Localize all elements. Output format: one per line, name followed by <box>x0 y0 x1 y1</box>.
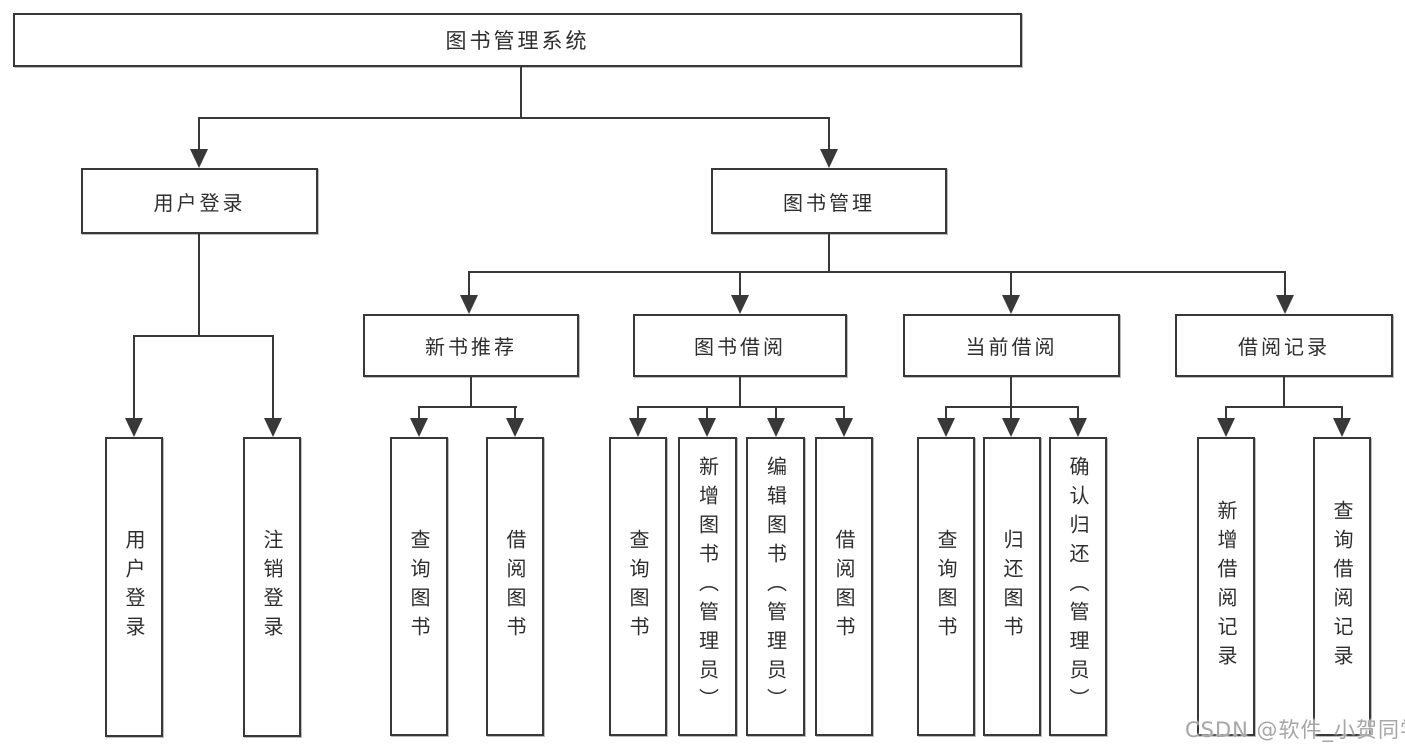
connector-drop <box>945 406 947 419</box>
node-library-system: 图书管理系统 <box>13 13 1022 67</box>
node-book-management: 图书管理 <box>711 168 947 234</box>
leaf-edit-book-admin: 编辑图书（管理员） <box>746 437 805 736</box>
leaf-query-borrow-record: 查询借阅记录 <box>1313 437 1371 736</box>
connector-children <box>418 406 517 408</box>
leaf-logout: 注销登录 <box>243 437 301 737</box>
arrow-down-icon <box>820 149 838 168</box>
connector-user-login-drop <box>198 117 200 151</box>
connector-level3 <box>468 271 1286 273</box>
connector-drop <box>1284 271 1286 297</box>
arrow-down-icon <box>835 418 853 437</box>
connector-drop <box>637 406 639 419</box>
connector-drop <box>775 406 777 419</box>
connector-children <box>637 406 845 408</box>
connector-level2 <box>198 117 830 119</box>
connector-user-login-children <box>133 335 274 337</box>
arrow-down-icon <box>1276 295 1294 314</box>
leaf-borrow-books: 借阅图书 <box>486 437 544 736</box>
connector-drop <box>468 271 470 297</box>
connector-children <box>945 406 1079 408</box>
leaf-add-borrow-record: 新增借阅记录 <box>1197 437 1255 736</box>
arrow-down-icon <box>731 295 749 314</box>
connector-drop <box>418 406 420 419</box>
node-user-login: 用户登录 <box>81 168 318 234</box>
node-new-book-recommend: 新书推荐 <box>363 314 579 377</box>
arrow-down-icon <box>190 149 208 168</box>
connector-drop <box>1010 271 1012 297</box>
arrow-down-icon <box>629 418 647 437</box>
leaf-borrow-books: 借阅图书 <box>815 437 873 736</box>
arrow-down-icon <box>767 418 785 437</box>
csdn-watermark: CSDN @软件_小贺同学 <box>1185 718 1405 742</box>
connector-drop <box>843 406 845 419</box>
leaf-confirm-return-admin: 确认归还（管理员） <box>1049 437 1107 736</box>
leaf-query-books: 查询图书 <box>390 437 448 736</box>
arrow-down-icon <box>1333 418 1351 437</box>
connector-trunk <box>470 377 472 407</box>
connector-drop <box>739 271 741 297</box>
connector-book-mgmt-drop <box>828 117 830 151</box>
arrow-down-icon <box>1069 418 1087 437</box>
connector-root-trunk <box>520 67 522 118</box>
arrow-down-icon <box>1002 295 1020 314</box>
connector-trunk <box>739 377 741 407</box>
connector-drop <box>1225 406 1227 419</box>
arrow-down-icon <box>1217 418 1235 437</box>
connector-drop <box>1077 406 1079 419</box>
connector-children <box>1225 406 1343 408</box>
arrow-down-icon <box>410 418 428 437</box>
arrow-down-icon <box>125 418 143 437</box>
leaf-query-books: 查询图书 <box>609 437 667 736</box>
connector-drop <box>1341 406 1343 419</box>
arrow-down-icon <box>506 418 524 437</box>
leaf-add-book-admin: 新增图书（管理员） <box>678 437 737 736</box>
node-borrow-records: 借阅记录 <box>1175 314 1393 377</box>
leaf-return-books: 归还图书 <box>983 437 1041 736</box>
leaf-query-books: 查询图书 <box>917 437 975 736</box>
node-current-borrowing: 当前借阅 <box>903 314 1120 377</box>
connector-book-mgmt-trunk <box>828 234 830 272</box>
arrow-down-icon <box>1002 418 1020 437</box>
connector-drop <box>272 335 274 419</box>
connector-drop <box>133 335 135 419</box>
leaf-user-login: 用户登录 <box>105 437 163 737</box>
connector-drop <box>514 406 516 419</box>
connector-trunk <box>1283 377 1285 407</box>
connector-user-login-trunk <box>198 234 200 336</box>
connector-drop <box>1010 406 1012 419</box>
connector-trunk <box>1010 377 1012 407</box>
arrow-down-icon <box>460 295 478 314</box>
arrow-down-icon <box>937 418 955 437</box>
arrow-down-icon <box>264 418 282 437</box>
node-book-borrowing: 图书借阅 <box>633 314 847 377</box>
connector-drop <box>706 406 708 419</box>
arrow-down-icon <box>698 418 716 437</box>
